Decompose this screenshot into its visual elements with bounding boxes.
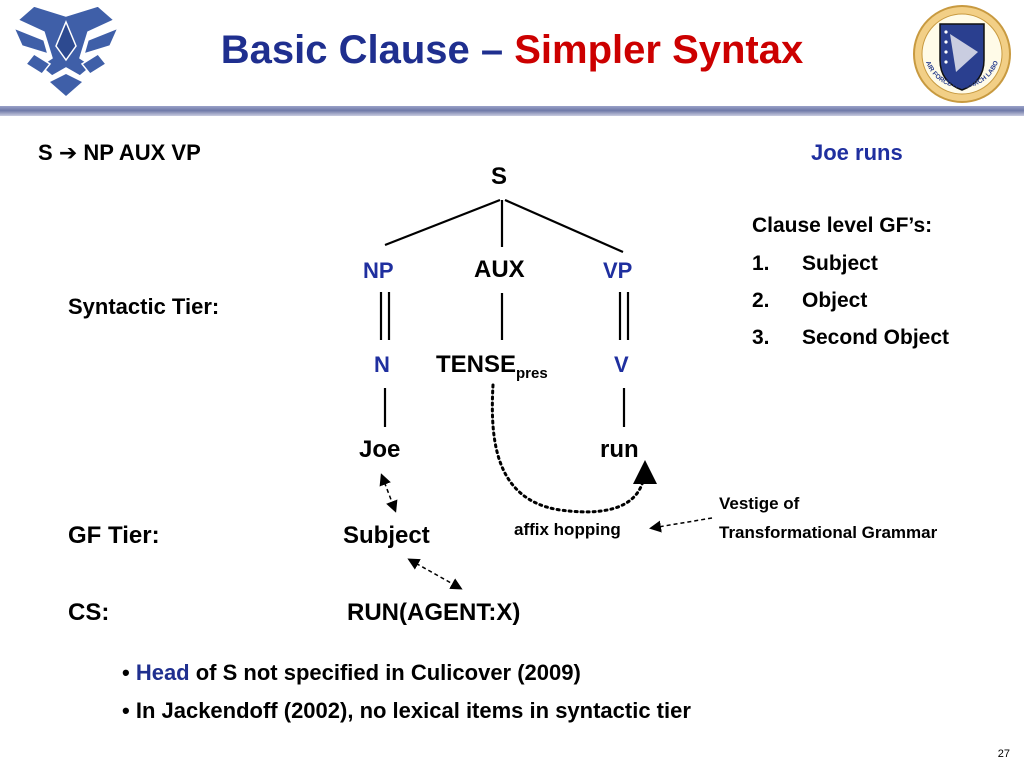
gf-item-text: Second Object <box>802 326 950 349</box>
node-joe: Joe <box>359 436 401 463</box>
bullet-1-head: Head <box>135 660 190 685</box>
gf-item-number: 2. <box>752 289 770 312</box>
gf-list-item: 2. Object <box>752 289 949 326</box>
node-np: NP <box>363 258 394 283</box>
node-vp: VP <box>603 258 633 283</box>
gf-list-item: 1. Subject <box>752 252 949 289</box>
tense-label: TENSE <box>436 351 517 378</box>
gf-list-item: 3. Second Object <box>752 326 949 363</box>
page-number: 27 <box>997 748 1010 760</box>
air-force-wings-logo <box>12 5 120 96</box>
example-sentence: Joe runs <box>811 140 903 165</box>
cs-value: RUN(AGENT:X) <box>347 599 521 626</box>
slide-title: Basic Clause – Simpler Syntax <box>0 28 1024 73</box>
bullet-1: • Head of S not specified in Culicover (… <box>122 660 581 686</box>
gf-list-heading: Clause level GF’s: <box>752 214 933 237</box>
node-v: V <box>614 352 629 377</box>
header-rule <box>0 106 1024 116</box>
gf-list: Clause level GF’s: 1. Subject 2. Object 3.… <box>752 214 949 363</box>
gf-item-text: Object <box>802 289 868 312</box>
branch-s-vp <box>504 198 624 254</box>
gf-item-number: 3. <box>752 326 770 349</box>
gf-item-number: 1. <box>752 252 770 275</box>
cs-label: CS: <box>68 599 110 626</box>
afrl-shield-logo: AIR FORCE RESEARCH LABORATORY <box>912 2 1011 103</box>
subject-cs-link <box>407 558 463 590</box>
tense-subscript: pres <box>516 364 548 382</box>
title-part1: Basic Clause – <box>220 28 515 72</box>
affix-hopping-arrow <box>490 383 657 514</box>
title-part2: Simpler Syntax <box>514 28 804 72</box>
node-n: N <box>374 352 390 377</box>
bullet-1-rest: of S not specified in Culicover (2009) <box>189 660 581 685</box>
arrow-icon: ➔ <box>58 140 78 165</box>
bullet-2: • In Jackendoff (2002), no lexical items… <box>122 698 691 724</box>
node-aux: AUX <box>474 256 525 283</box>
rule-rhs: NP AUX VP <box>83 140 201 165</box>
gf-item-text: Subject <box>802 252 878 275</box>
bullet-icon: • <box>122 660 130 685</box>
rule-lhs: S <box>38 140 53 165</box>
node-tense: TENSEpres <box>436 351 548 382</box>
gf-subject: Subject <box>343 522 430 549</box>
affix-hopping-label: affix hopping <box>514 520 621 539</box>
node-run: run <box>600 436 639 463</box>
branch-s-np <box>384 198 501 247</box>
gf-tier-label: GF Tier: <box>68 522 160 549</box>
joe-subject-link <box>379 473 398 513</box>
vestige-arrow <box>649 517 713 533</box>
vestige-line2: Transformational Grammar <box>719 523 938 542</box>
bullet-2-text: In Jackendoff (2002), no lexical items i… <box>135 698 691 723</box>
bullet-icon: • <box>122 698 130 723</box>
phrase-structure-rule: S ➔ NP AUX VP <box>38 140 201 166</box>
node-s: S <box>491 163 508 190</box>
syntactic-tier-label: Syntactic Tier: <box>68 294 220 319</box>
vestige-line1: Vestige of <box>719 494 800 513</box>
